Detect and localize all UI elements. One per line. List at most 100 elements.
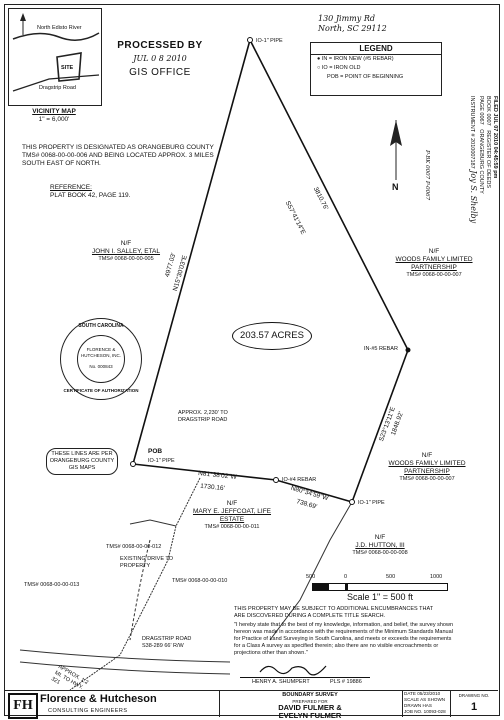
legend-symbol-old: ○ [317, 65, 321, 71]
info-date-label: DATE [404, 691, 416, 696]
label-point-top: IO-1" PIPE [256, 38, 283, 44]
vicinity-map-title: VICINITY MAP [32, 108, 76, 115]
gis-lines-note: THESE LINES ARE PER ORANGEBURG COUNTY GI… [46, 448, 118, 475]
certification-statement: "I hereby state that to the best of my k… [234, 622, 454, 656]
vicinity-map-scale: 1" = 6,000' [38, 116, 70, 123]
tms-010-label: TMS# 0068-00-00-010 [172, 578, 228, 584]
property-note: THIS PROPERTY IS DESIGNATED AS ORANGEBUR… [22, 144, 214, 167]
legend-text-new: IN = IRON NEW (#5 REBAR) [321, 56, 394, 62]
seal-ring-bottom: CERTIFICATE OF AUTHORIZATION [63, 388, 139, 393]
address-line-1: 130 Jimmy Rd [318, 14, 375, 23]
scale-tick-1000: 1000 [430, 574, 443, 580]
info-drawn-label: DRAWN [404, 703, 422, 708]
dragstrip-road-edge [19, 661, 231, 675]
north-arrow [390, 120, 402, 180]
boundary-west [132, 39, 251, 465]
label-rebar-south: IO-#4 REBAR [282, 477, 317, 483]
adjoining-line-west [69, 477, 201, 691]
certificate-seal: SOUTH CAROLINA FLORENCE & HUTCHESON, INC… [60, 318, 142, 400]
dragstrip-road [19, 649, 231, 663]
owner-hutton: N/F J.D. HUTTON, III TMS# 0068-00-00-008 [330, 534, 430, 557]
legend-item: POB = POINT OF BEGINNING [311, 73, 441, 82]
woods1-nf: N/F [428, 248, 440, 255]
info-block: DATE 05/23/2010 SCALE AS SHOWN DRAWN HAS… [404, 691, 448, 715]
title-block: FH Florence & Hutcheson CONSULTING ENGIN… [4, 690, 498, 720]
company-name: Florence & Hutcheson [40, 693, 157, 705]
legend: LEGEND ● IN = IRON NEW (#5 REBAR) ○ IO =… [310, 42, 442, 96]
adjoining-line-gis [129, 519, 177, 527]
point-pob [130, 461, 136, 467]
stamp-processed-by: PROCESSED BY [117, 40, 203, 51]
existing-drive-label: EXISTING DRIVE TO PROPERTY [120, 556, 173, 569]
vicinity-map: North Edisto River SITE Dragstrip Road [8, 8, 102, 106]
signature-line [240, 677, 370, 678]
address-line-2: North, SC 29112 [318, 24, 387, 33]
company-tagline: CONSULTING ENGINEERS [48, 708, 128, 714]
gis-processed-stamp: PROCESSED BY JUL 0 8 2010 GIS OFFICE [110, 40, 210, 78]
hutton-nf: N/F [374, 534, 386, 541]
legend-item: ● IN = IRON NEW (#5 REBAR) [311, 55, 441, 64]
dragstrip-road-rw: S38-289 66' R/W [142, 643, 184, 649]
info-job: 10093-028 [423, 709, 446, 714]
scale-tick-500-left: 500 [306, 574, 316, 580]
owner-jeffcoat: N/F MARY E. JEFFCOAT, LIFE ESTATE TMS# 0… [186, 500, 278, 531]
tms-013-label: TMS# 0068-00-00-013 [24, 582, 80, 588]
seal-company: FLORENCE & HUTCHESON, INC. [80, 347, 121, 358]
survey-prepared-for: PREPARED FOR [292, 699, 328, 704]
survey-client-1: DAVID FULMER & [278, 703, 342, 712]
owner-woods-1: N/F WOODS FAMILY LIMITED PARTNERSHIP TMS… [384, 248, 484, 279]
approx-dragstrip-note: APPROX. 2,230' TO DRAGSTRIP ROAD [178, 410, 228, 423]
encumbrance-note: THIS PROPERTY MAY BE SUBJECT TO ADDITION… [234, 606, 433, 619]
dragstrip-road-label: DRAGSTRIP ROAD S38-289 66' R/W [142, 636, 191, 650]
point-top [247, 37, 253, 43]
woods2-nf: N/F [421, 452, 433, 459]
hutton-tms: TMS# 0068-00-00-008 [352, 550, 408, 556]
woods1-tms: TMS# 0068-00-00-007 [406, 272, 462, 278]
vicinity-map-drawing [12, 13, 100, 92]
title-divider [219, 691, 220, 717]
survey-title-block: BOUNDARY SURVEY PREPARED FOR DAVID FULME… [220, 692, 400, 720]
salley-nf: N/F [120, 240, 132, 247]
point-rebar-south [273, 477, 279, 483]
scale-label: Scale 1" = 500 ft [347, 592, 413, 602]
woods2-tms: TMS# 0068-00-00-007 [399, 476, 455, 482]
reference-text: PLAT BOOK 42, PAGE 119. [50, 192, 131, 199]
legend-title: LEGEND [311, 43, 441, 55]
woods1-name: WOODS FAMILY LIMITED PARTNERSHIP [395, 256, 473, 271]
salley-tms: TMS# 0068-00-00-005 [98, 256, 154, 262]
label-pob-pipe: IO-1" PIPE [148, 458, 175, 464]
adjoining-line-hutton [269, 501, 353, 641]
owner-woods-2: N/F WOODS FAMILY LIMITED PARTNERSHIP TMS… [372, 452, 482, 483]
drawing-divider [450, 691, 451, 717]
legend-text-pob: POB = POINT OF BEGINNING [327, 74, 404, 80]
legend-item: ○ IO = IRON OLD [311, 64, 441, 73]
info-job-label: JOB NO. [404, 709, 423, 714]
surveyor-pls: PLS # 19886 [330, 679, 362, 685]
scale-bar-graphic [312, 583, 448, 591]
reference-title: REFERENCE: [50, 184, 92, 191]
tms-012-label: TMS# 0068-00-00-012 [106, 544, 162, 550]
boundary-east-low [351, 349, 409, 503]
jeffcoat-name: MARY E. JEFFCOAT, LIFE ESTATE [192, 508, 272, 523]
salley-name: JOHN I. SALLEY, ETAL [91, 248, 161, 255]
company-logo: FH [8, 693, 38, 719]
stamp-gis-office: GIS OFFICE [129, 67, 191, 78]
plat-border [4, 4, 500, 716]
jeffcoat-tms: TMS# 0068-00-00-011 [204, 524, 260, 530]
vicinity-site-label: SITE [61, 65, 74, 71]
seal-number: No. 000843 [89, 364, 113, 369]
label-rebar-east: IN-#5 REBAR [364, 346, 398, 352]
point-pipe-se [349, 499, 355, 505]
scale-tick-0: 0 [344, 574, 348, 580]
point-rebar-east [405, 347, 411, 353]
boundary-east-top [249, 39, 409, 351]
dragstrip-road-name: DRAGSTRIP ROAD [142, 636, 192, 642]
woods2-name: WOODS FAMILY LIMITED PARTNERSHIP [388, 460, 466, 475]
jeffcoat-nf: N/F [226, 500, 238, 507]
surveyor-signature [259, 665, 327, 676]
stamp-date: JUL 0 8 2010 [133, 54, 187, 63]
survey-client-2: EVELYN FULMER [278, 711, 342, 720]
legend-symbol-new: ● [317, 56, 321, 62]
owner-salley: N/F JOHN I. SALLEY, ETAL TMS# 0068-00-00… [76, 240, 176, 263]
